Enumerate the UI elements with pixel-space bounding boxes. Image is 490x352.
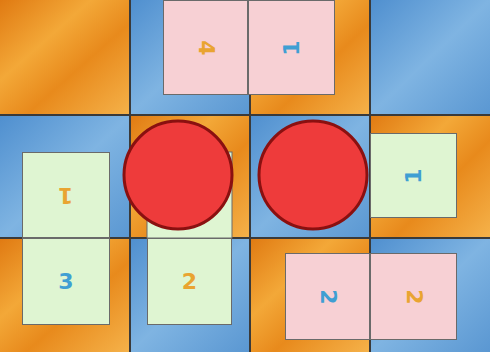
water-cell [250,115,370,238]
number-tile: 1 [370,133,457,218]
number-tile: 2 [285,253,370,340]
fire-cell [0,0,130,115]
water-cell [130,238,250,352]
water-cell [370,238,490,352]
water-cell [370,0,490,115]
water-cell [0,115,130,238]
tile-number: 2 [403,289,425,304]
tile-number: 1 [58,184,73,206]
fire-cell [0,238,130,352]
fire-cell [250,238,370,352]
number-tile: 3 [22,238,110,325]
fire-cell [370,115,490,238]
tile-number: 1 [403,168,425,183]
number-tile: 2 [147,238,232,325]
tile-number: 2 [182,271,197,293]
number-tile: 1 [22,152,110,238]
red-ball [259,121,367,229]
tile-number: 2 [317,289,339,304]
number-tile: 1 [248,0,335,95]
water-cell [130,0,250,115]
number-tile: 2 [370,253,457,340]
number-tile: 4 [163,0,248,95]
tile-number: 3 [58,271,73,293]
tile-number: 4 [195,40,217,55]
red-ball [124,121,232,229]
tile-number: 1 [281,40,303,55]
